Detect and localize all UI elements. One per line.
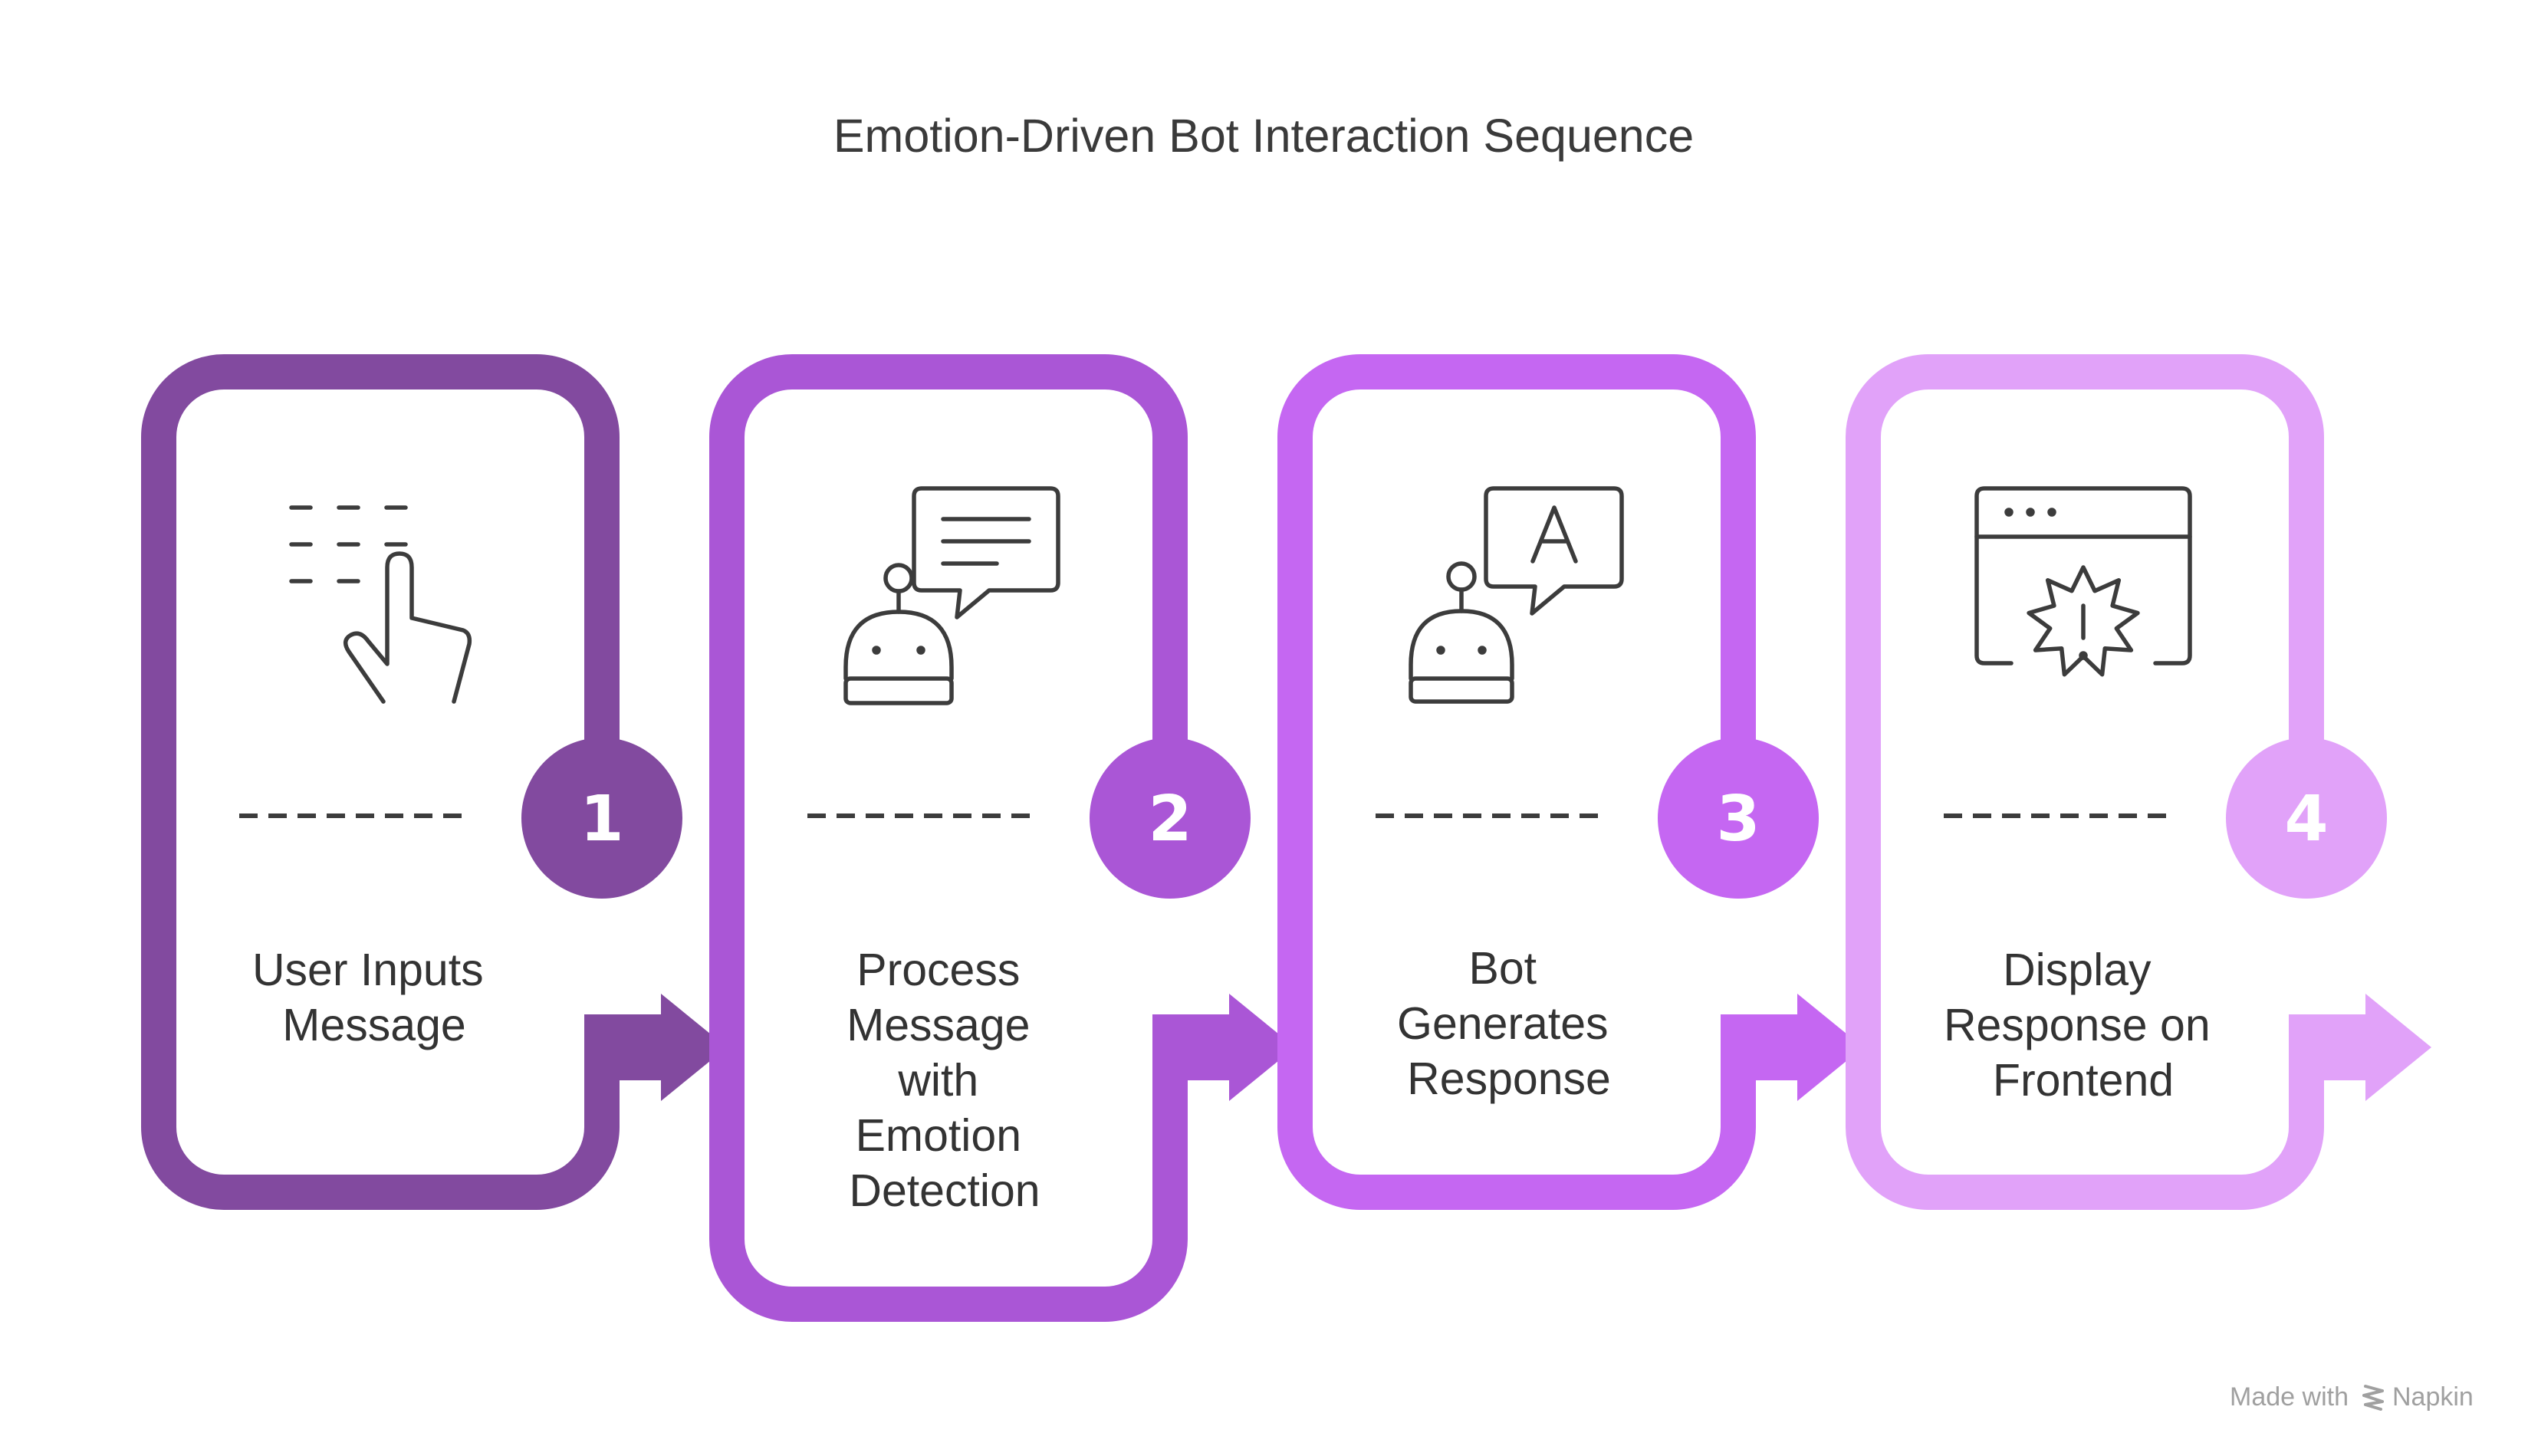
hand-pointer-list-icon <box>289 505 472 704</box>
robot-chat-icon <box>843 486 1060 705</box>
step-1-badge <box>521 738 682 899</box>
step-1-number: 1 <box>580 783 623 856</box>
step-3-arrow <box>1721 994 1863 1101</box>
step-2-frame <box>709 354 1188 1322</box>
made-with-text: Made with <box>2230 1382 2349 1412</box>
step-1-arrow <box>584 994 727 1101</box>
step-2-label: Process Message with Emotion Detection <box>847 945 1043 1216</box>
step-4-frame <box>1846 354 2324 1210</box>
step-3-frame <box>1277 354 1756 1210</box>
step-4-arrow <box>2289 994 2431 1101</box>
napkin-logo-icon <box>2362 1385 2384 1411</box>
step-2-badge <box>1090 738 1251 899</box>
browser-alert-icon <box>1974 486 2192 677</box>
step-1-frame <box>141 354 620 1210</box>
step-1-label: User Inputs Message <box>252 945 496 1050</box>
napkin-brand-text: Napkin <box>2392 1382 2474 1412</box>
step-3-label: Bot Generates Response <box>1397 943 1621 1104</box>
diagram-title: Emotion-Driven Bot Interaction Sequence <box>833 110 1694 162</box>
step-3-number: 3 <box>1716 783 1760 856</box>
step-4-label: Display Response on Frontend <box>1944 945 2223 1106</box>
step-4-number: 4 <box>2284 783 2328 856</box>
step-3-badge <box>1658 738 1819 899</box>
step-1: 1 User Inputs Message <box>141 354 727 1210</box>
step-4: 4 Display Response on Frontend <box>1846 354 2431 1210</box>
step-2: 2 Process Message with Emotion Detection <box>709 354 1295 1322</box>
robot-letter-a-icon <box>1409 486 1624 704</box>
step-3: 3 Bot Generates Response <box>1277 354 1863 1210</box>
step-2-number: 2 <box>1148 783 1192 856</box>
napkin-watermark: Made with Napkin <box>2230 1382 2474 1412</box>
step-4-badge <box>2226 738 2387 899</box>
step-2-arrow <box>1152 994 1295 1101</box>
